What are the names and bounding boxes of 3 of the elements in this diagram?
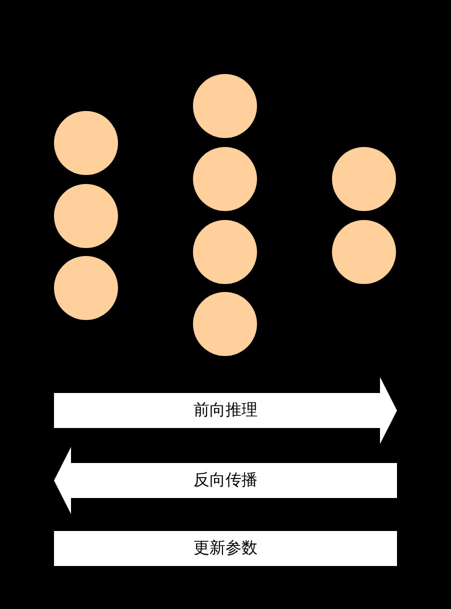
step-label: 反向传播 (194, 470, 258, 491)
step-label: 前向推理 (194, 400, 258, 421)
step-label: 更新参数 (194, 538, 258, 559)
